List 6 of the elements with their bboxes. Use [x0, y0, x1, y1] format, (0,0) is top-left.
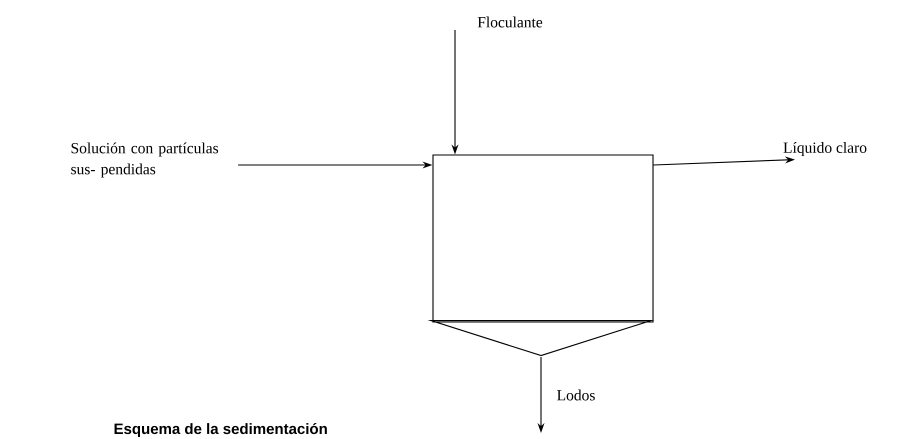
output-label: Líquido claro: [783, 142, 866, 156]
caption: Esquema de la sedimentación: [114, 422, 327, 438]
edge-label: Lodos: [556, 388, 596, 402]
input-label: Solución con partículas sus- pendidas: [71, 142, 218, 178]
tank-box: [432, 154, 654, 323]
input-label: Floculante: [478, 16, 542, 28]
